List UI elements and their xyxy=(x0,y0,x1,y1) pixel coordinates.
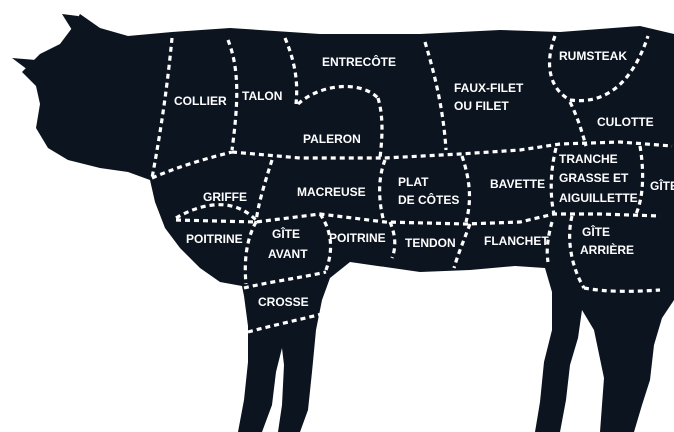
label-flanchet: FLANCHET xyxy=(484,234,549,248)
label-collier: COLLIER xyxy=(174,94,227,108)
label-tranche-line2: GRASSE ET xyxy=(559,171,629,185)
label-plat-line2: DE CÔTES xyxy=(398,192,459,207)
label-griffe: GRIFFE xyxy=(203,190,247,204)
cow-silhouette xyxy=(22,14,674,432)
label-talon: TALON xyxy=(242,89,282,103)
label-tranche-line1: TRANCHE xyxy=(559,152,618,166)
label-macreuse: MACREUSE xyxy=(297,185,366,199)
label-rumsteak: RUMSTEAK xyxy=(559,49,627,63)
label-faux-filet-line2: OU FILET xyxy=(454,99,509,113)
label-gite-avant-line1: GÎTE xyxy=(272,226,300,241)
label-tendon: TENDON xyxy=(405,236,456,250)
label-bavette: BAVETTE xyxy=(490,177,545,191)
label-plat-line1: PLAT xyxy=(398,175,429,189)
label-gite-arriere-line1: GÎTE xyxy=(582,224,610,239)
label-culotte: CULOTTE xyxy=(597,115,654,129)
label-tranche-line3: AIGUILLETTE xyxy=(559,191,638,205)
label-entrecote: ENTRECÔTE xyxy=(322,54,396,69)
label-poitrine-mid: POITRINE xyxy=(329,231,386,245)
label-crosse: CROSSE xyxy=(258,295,309,309)
label-gite-cut: GÎTE xyxy=(650,178,674,193)
label-gite-arriere-line2: ARRIÈRE xyxy=(580,242,634,257)
label-gite-avant-line2: AVANT xyxy=(268,247,308,261)
label-paleron: PALERON xyxy=(303,132,361,146)
label-faux-filet-line1: FAUX-FILET xyxy=(454,81,524,95)
label-poitrine-left: POITRINE xyxy=(186,232,243,246)
